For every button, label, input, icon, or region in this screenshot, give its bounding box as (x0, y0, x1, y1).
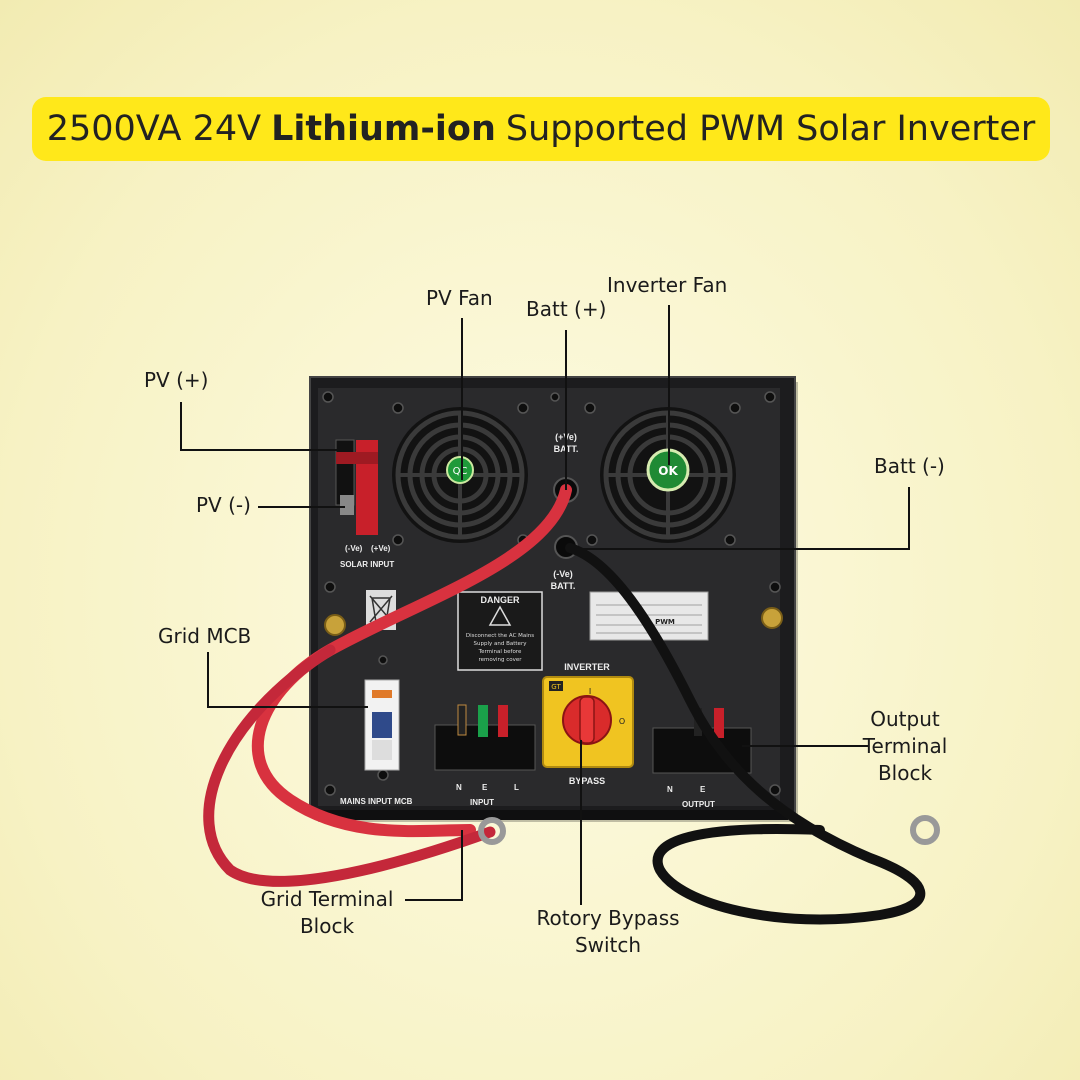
inverter-fan: OK (600, 407, 736, 543)
mains-mcb-label: MAINS INPUT MCB (340, 797, 413, 806)
callout-output-line-1: Output (870, 707, 940, 731)
callout-batt-neg: Batt (-) (874, 454, 945, 478)
danger-label (457, 591, 543, 671)
callout-grid-line-2: Block (299, 914, 355, 938)
pv-fan: QC (392, 407, 528, 543)
callout-lines (180, 305, 910, 905)
danger-line-3: Terminal before (478, 649, 522, 655)
callout-grid-mcb: Grid MCB (158, 624, 252, 648)
input-l: L (514, 783, 519, 792)
batt-neg-label: BATT. (551, 581, 576, 591)
callout-pv-fan: PV Fan (426, 286, 493, 310)
solar-pos-mark: (+Ve) (371, 544, 391, 553)
callout-pv-pos: PV (+) (144, 368, 209, 392)
solar-input-connectors (335, 439, 378, 535)
title-part-1: 2500VA 24V (46, 109, 262, 149)
brass-screw-left (324, 614, 346, 636)
battery-positive-cable-loop (203, 644, 496, 887)
input-terminal-block (434, 704, 536, 771)
callout-pv-neg: PV (-) (196, 493, 251, 517)
callout-bypass-line-2: Switch (574, 933, 642, 957)
danger-line-1: Disconnect the AC Mains (466, 633, 534, 639)
switch-position-o: O (619, 717, 625, 726)
switch-brand-badge (549, 681, 563, 691)
bypass-switch-handle (579, 696, 595, 744)
input-e: E (482, 783, 488, 792)
mains-mcb (364, 679, 400, 771)
callout-grid-terminal-block: Grid Terminal Block (252, 886, 402, 940)
batt-neg-mark: (-Ve) (553, 569, 573, 579)
input-label: INPUT (470, 798, 494, 807)
battery-negative-cable (565, 543, 926, 925)
danger-line-2: Supply and Battery (474, 641, 528, 647)
callout-output-line-2: Terminal (862, 734, 948, 758)
callout-output-terminal-block: Output Terminal Block (860, 706, 950, 787)
brass-screw-right (761, 607, 783, 629)
output-e: E (700, 785, 706, 794)
solar-input-label: SOLAR INPUT (340, 560, 394, 569)
positive-lug (478, 817, 506, 845)
danger-line-4: removing cover (478, 657, 522, 663)
callout-inverter-fan: Inverter Fan (607, 273, 728, 297)
warning-icon (488, 605, 512, 626)
switch-position-i: I (589, 687, 591, 696)
title-banner: 2500VA 24V Lithium-ion Supported PWM Sol… (32, 97, 1050, 161)
switch-brand: GT (551, 683, 561, 691)
rating-plate-pwm: PWM (655, 618, 675, 626)
callout-bypass-line-1: Rotory Bypass (536, 906, 680, 930)
callout-rotory-bypass-switch: Rotory Bypass Switch (528, 905, 688, 959)
callout-grid-line-1: Grid Terminal (260, 887, 394, 911)
input-n: N (456, 783, 462, 792)
ok-sticker: OK (658, 464, 678, 478)
title-bold: Lithium-ion (271, 109, 496, 149)
output-label: OUTPUT (682, 800, 715, 809)
chassis-base (318, 810, 788, 820)
title-part-2: Supported PWM Solar Inverter (505, 109, 1036, 149)
switch-inverter-label: INVERTER (564, 662, 610, 672)
solar-neg-mark: (-Ve) (345, 544, 363, 553)
output-n: N (667, 785, 673, 794)
danger-title: DANGER (480, 595, 520, 605)
qc-sticker: QC (453, 466, 468, 477)
callout-output-line-3: Block (877, 761, 933, 785)
negative-lug (910, 815, 940, 845)
switch-bypass-label: BYPASS (569, 776, 605, 786)
callout-batt-pos: Batt (+) (526, 297, 607, 321)
